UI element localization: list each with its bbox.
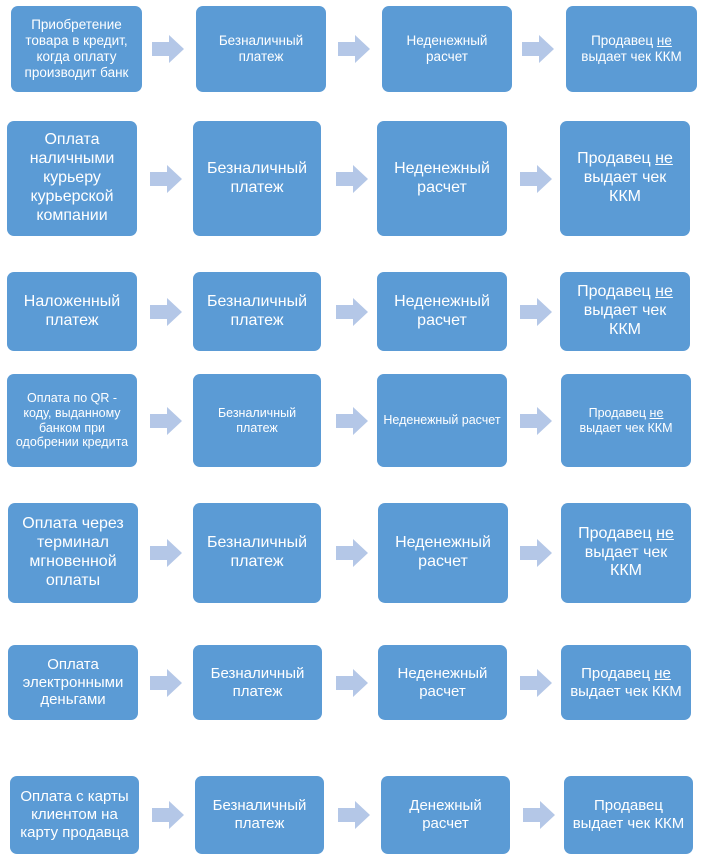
payment-type-box: Безналичный платеж	[193, 272, 321, 351]
box-label: Неденежный расчет	[397, 664, 488, 700]
right-arrow-icon	[150, 539, 182, 567]
box-label: Денежный расчет	[409, 797, 482, 832]
right-arrow-icon	[520, 539, 552, 567]
box-label: Оплата наличными курьеру курьерской комп…	[29, 131, 115, 224]
box-label: Продавец не выдает чек ККМ	[566, 283, 684, 340]
box-label: Безналичный платеж	[207, 534, 307, 570]
right-arrow-icon	[338, 35, 370, 63]
box-label: Неденежный расчет	[395, 534, 491, 570]
settlement-type-box: Неденежный расчет	[377, 121, 507, 236]
box-label: Безналичный платеж	[212, 797, 307, 832]
payment-type-box: Безналичный платеж	[196, 6, 326, 92]
right-arrow-icon	[520, 297, 552, 326]
underlined-negation: не	[649, 405, 664, 420]
right-arrow-icon	[150, 406, 182, 435]
box-label: Неденежный расчет	[383, 413, 501, 428]
payment-method-box: Оплата через терминал мгновенной оплаты	[8, 503, 138, 603]
label-part: выдает чек ККМ	[570, 682, 682, 700]
box-label: Неденежный расчет	[406, 33, 488, 64]
underlined-negation: не	[655, 150, 673, 168]
settlement-type-box: Денежный расчет	[381, 776, 510, 854]
right-arrow-icon	[150, 297, 182, 326]
receipt-box: Продавец не выдает чек ККМ	[560, 121, 690, 236]
label-part: Продавец	[591, 33, 657, 49]
right-arrow-icon	[152, 801, 184, 829]
label-part: выдает чек ККМ	[584, 543, 668, 580]
box-label: Продавец выдает чек ККМ	[572, 797, 685, 832]
receipt-box: Продавец выдает чек ККМ	[564, 776, 693, 854]
settlement-type-box: Неденежный расчет	[382, 6, 512, 92]
right-arrow-icon	[520, 406, 552, 435]
settlement-type-box: Неденежный расчет	[378, 503, 508, 603]
box-label: Безналичный платеж	[210, 664, 305, 700]
box-label: Наложенный платеж	[23, 292, 121, 329]
payment-type-box: Безналичный платеж	[195, 776, 324, 854]
right-arrow-icon	[336, 406, 368, 435]
underlined-negation: не	[655, 283, 673, 301]
label-part: Продавец	[578, 524, 657, 542]
box-label: Продавец не выдает чек ККМ	[566, 150, 684, 207]
box-label: Продавец не выдает чек ККМ	[567, 665, 685, 700]
label-part: выдает чек ККМ	[583, 302, 667, 338]
right-arrow-icon	[150, 164, 182, 193]
receipt-box: Продавец не выдает чек ККМ	[561, 645, 691, 720]
label-part: выдает чек ККМ	[581, 49, 682, 64]
payment-method-box: Оплата по QR - коду, выданному банком пр…	[7, 374, 137, 467]
right-arrow-icon	[523, 801, 555, 829]
box-label: Безналичный платеж	[218, 33, 304, 64]
right-arrow-icon	[336, 668, 368, 697]
right-arrow-icon	[336, 164, 368, 193]
payment-type-box: Безналичный платеж	[193, 121, 321, 236]
right-arrow-icon	[150, 668, 182, 697]
label-part: Продавец	[577, 283, 656, 301]
payment-method-box: Оплата электронными деньгами	[8, 645, 138, 720]
receipt-box: Продавец не выдает чек ККМ	[560, 272, 690, 351]
receipt-box: Продавец не выдает чек ККМ	[566, 6, 697, 92]
payment-method-box: Оплата с карты клиентом на карту продавц…	[10, 776, 139, 854]
label-part: Продавец	[581, 664, 655, 682]
payment-method-box: Приобретение товара в кредит, когда опла…	[11, 6, 142, 92]
payment-type-box: Безналичный платеж	[193, 645, 322, 720]
box-label: Оплата через терминал мгновенной оплаты	[22, 515, 124, 589]
box-label: Безналичный платеж	[207, 292, 307, 329]
right-arrow-icon	[338, 801, 370, 829]
box-label: Продавец не выдает чек ККМ	[567, 406, 685, 436]
right-arrow-icon	[336, 297, 368, 326]
right-arrow-icon	[152, 35, 184, 63]
box-label: Безналичный платеж	[217, 405, 297, 435]
receipt-box: Продавец не выдает чек ККМ	[561, 503, 691, 603]
box-label: Приобретение товара в кредит, когда опла…	[24, 17, 129, 80]
settlement-type-box: Неденежный расчет	[377, 374, 507, 467]
box-label: Оплата с карты клиентом на карту продавц…	[20, 788, 129, 841]
box-label: Неденежный расчет	[394, 159, 490, 196]
label-part: выдает чек ККМ	[579, 420, 673, 435]
label-part: Продавец	[577, 150, 656, 168]
payment-type-box: Безналичный платеж	[193, 374, 321, 467]
payment-method-box: Оплата наличными курьеру курьерской комп…	[7, 121, 137, 236]
settlement-type-box: Неденежный расчет	[378, 645, 507, 720]
box-label: Оплата электронными деньгами	[22, 655, 124, 709]
underlined-negation: не	[656, 524, 674, 542]
box-label: Безналичный платеж	[207, 159, 307, 196]
payment-type-box: Безналичный платеж	[193, 503, 321, 603]
box-label: Неденежный расчет	[394, 292, 490, 329]
right-arrow-icon	[520, 164, 552, 193]
label-part: выдает чек ККМ	[583, 169, 667, 205]
box-label: Оплата по QR - коду, выданному банком пр…	[15, 391, 129, 450]
box-label: Продавец не выдает чек ККМ	[572, 33, 691, 65]
right-arrow-icon	[336, 539, 368, 567]
label-part: Продавец	[588, 405, 650, 420]
box-label: Продавец не выдает чек ККМ	[567, 525, 685, 582]
underlined-negation: не	[656, 33, 672, 49]
right-arrow-icon	[520, 668, 552, 697]
receipt-box: Продавец не выдает чек ККМ	[561, 374, 691, 467]
right-arrow-icon	[522, 35, 554, 63]
payment-method-box: Наложенный платеж	[7, 272, 137, 351]
settlement-type-box: Неденежный расчет	[377, 272, 507, 351]
underlined-negation: не	[654, 664, 671, 682]
